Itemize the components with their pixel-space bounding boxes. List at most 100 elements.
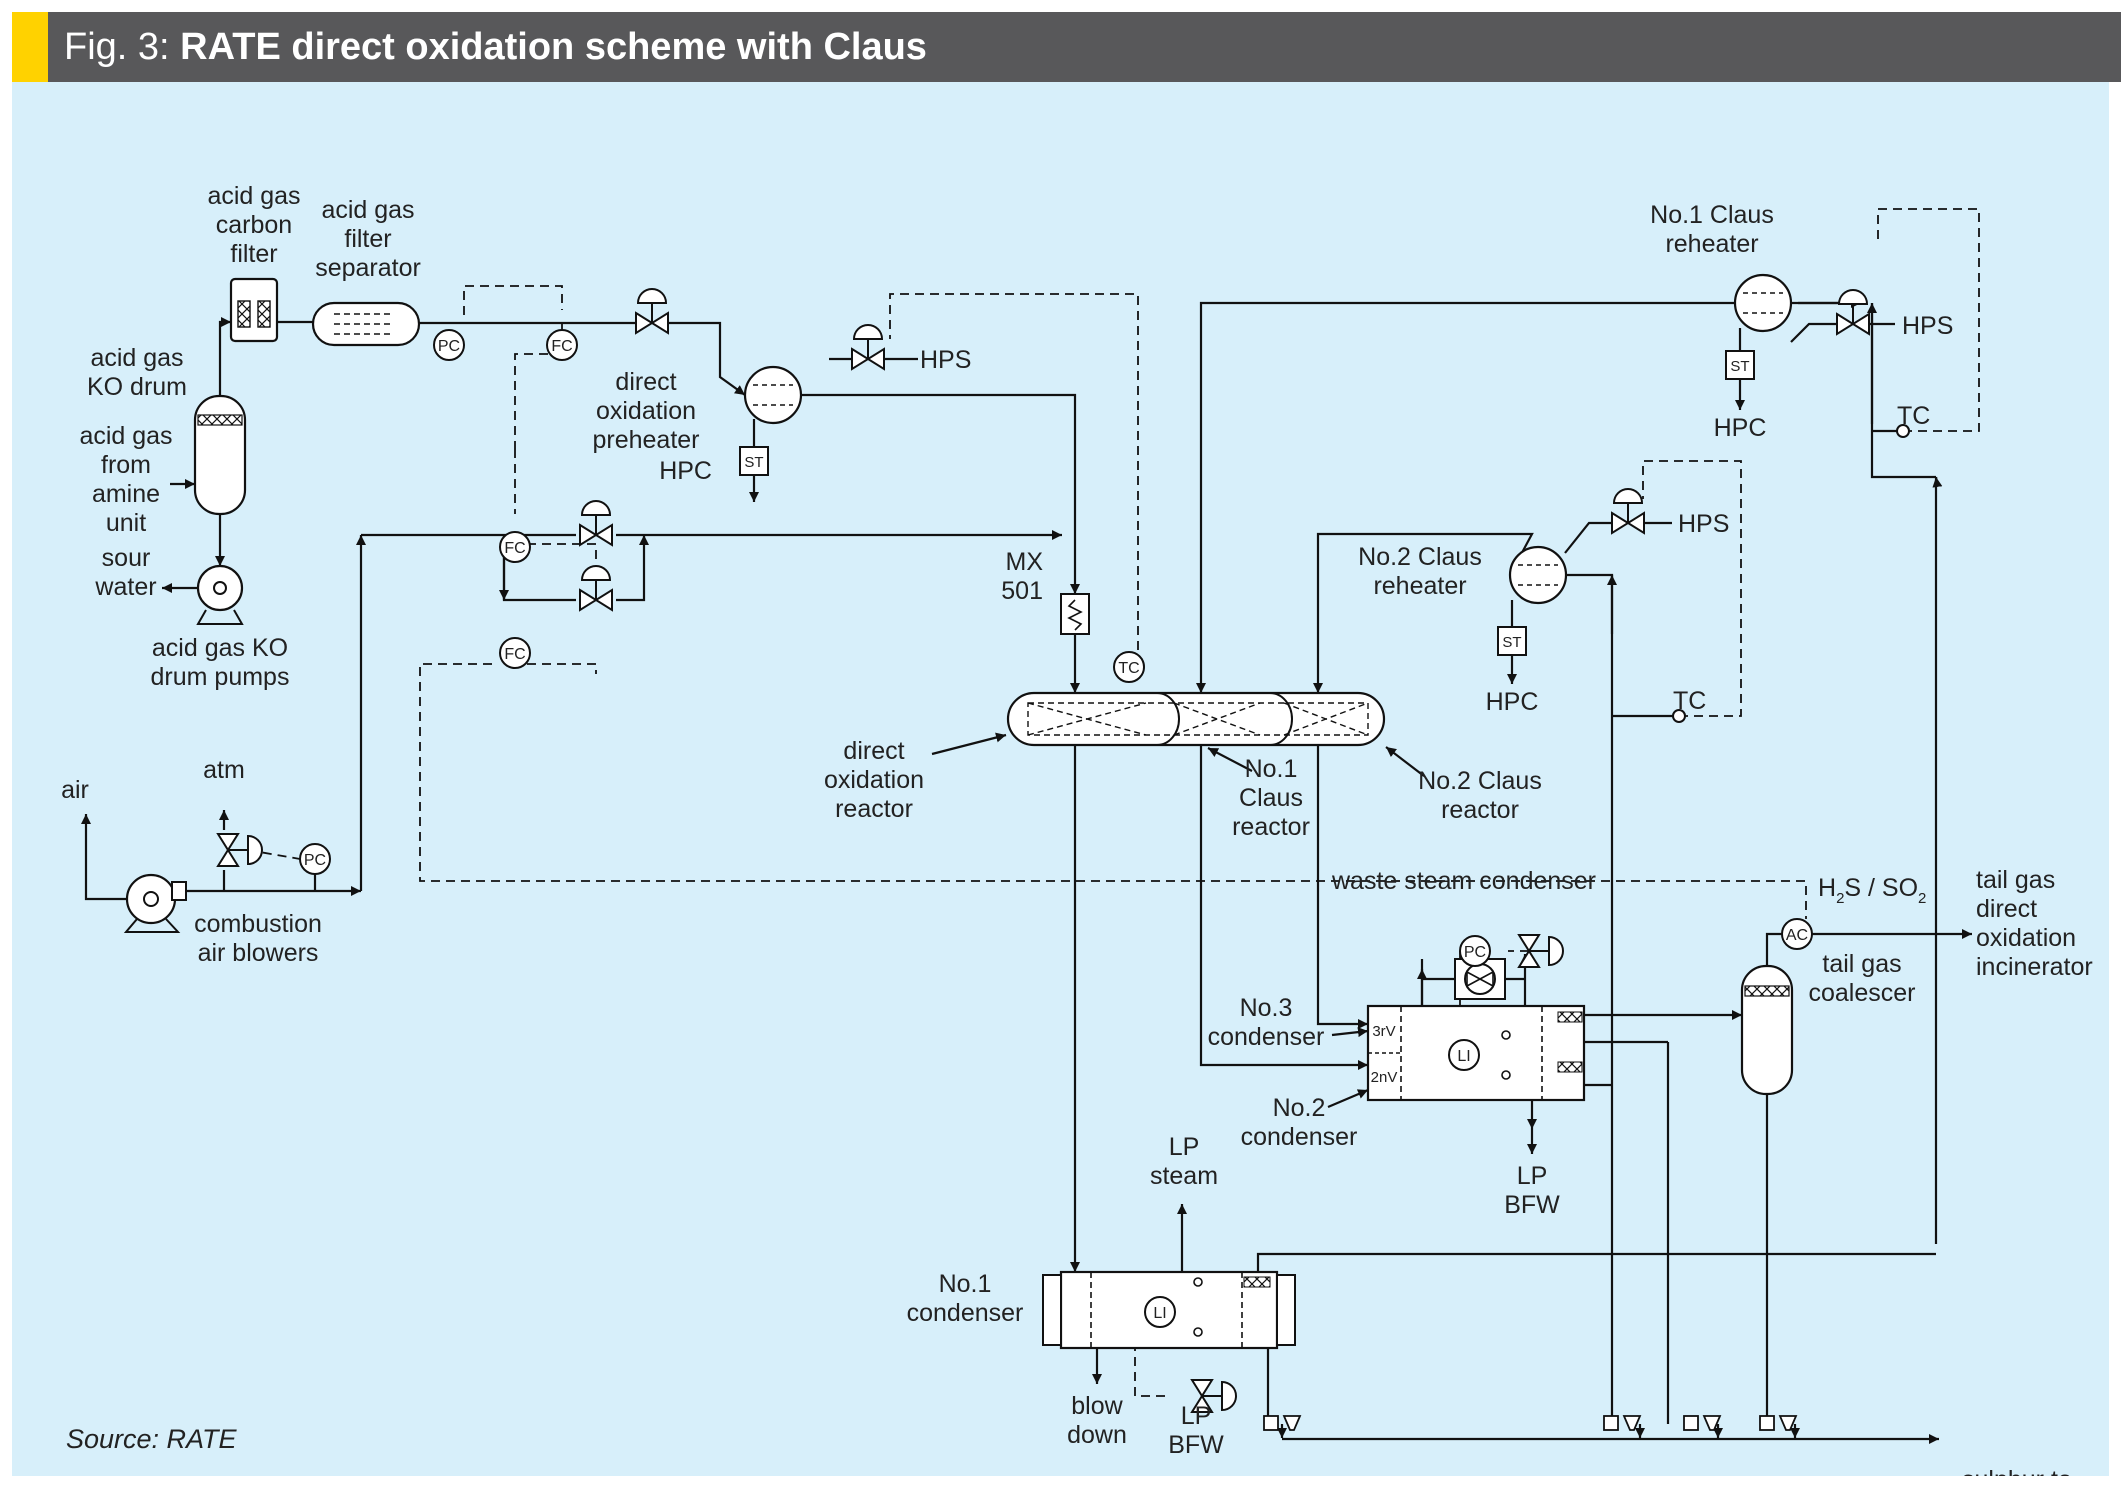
blower-base <box>123 918 181 933</box>
preheater-hps-valve-actuator <box>852 324 884 340</box>
label-preheater-hps-line: HPS <box>920 346 971 374</box>
ko-drum-to-filter-line <box>218 317 231 396</box>
pc-to-fc-signal <box>463 285 563 315</box>
label-no2-hps: HPS <box>1678 510 1729 538</box>
label-no1-hpc: HPC <box>1714 414 1767 442</box>
pc-acid-gas-text: PC <box>438 338 460 355</box>
label-no3-condenser-line: condenser <box>1208 1023 1325 1051</box>
label-sulphur-to-pit: sulphur tosulphur pit <box>1962 1466 2072 1476</box>
ac-h2s-so2: AC <box>1781 918 1813 950</box>
leader-no3-condenser <box>1331 1027 1369 1038</box>
ko-drum-mesh <box>197 414 243 426</box>
no1-reheater-hps-valve-actuator <box>1837 289 1869 305</box>
no1-reheater-steam-trap: ST <box>1725 350 1755 380</box>
acid-gas-ko-drum-pump <box>196 564 244 625</box>
fc-air-trim: FC <box>499 637 531 669</box>
label-no1-claus-reactor-line: Claus <box>1239 784 1303 812</box>
air-main-control-valve-actuator <box>580 500 612 516</box>
label-mx501-line: MX <box>1006 548 1044 576</box>
label-preheater-line: oxidation <box>596 397 696 425</box>
leader-reactor <box>931 732 1007 756</box>
air-trim-control-valve-actuator <box>580 565 612 581</box>
no1-reheater-steam-trap-text: ST <box>1730 358 1749 375</box>
acid-gas-control-valve-actuator <box>636 288 668 304</box>
pc-waste-steam: PC <box>1459 935 1491 967</box>
no2-claus-reheater-shell <box>1508 545 1568 605</box>
label-preheater-hps: HPS <box>920 346 971 374</box>
preheater-steam-trap-box <box>739 446 769 476</box>
fc-air-main: FC <box>499 531 531 563</box>
wsc-left-line <box>1420 977 1455 1006</box>
no2-reheater-steam-trap-box <box>1497 626 1527 656</box>
label-filter-separator-line: acid gas <box>321 196 414 224</box>
no2-reheater-hps-valve <box>1611 488 1645 535</box>
label-air-line: air <box>61 776 89 804</box>
label-acid-gas-from-amine-line: amine <box>92 480 160 508</box>
sulphur-seal-0 <box>1263 1415 1302 1431</box>
sulphur-seal-1 <box>1603 1415 1642 1431</box>
fc-acid-gas: FC <box>546 329 578 361</box>
no2-reactor-to-no3-condenser-line <box>1316 745 1368 1029</box>
reactor-bed-x-3 <box>1283 702 1369 736</box>
label-no1-hpc-line: HPC <box>1714 414 1767 442</box>
reactor-train <box>1006 691 1386 747</box>
label-sour-water-line: water <box>94 573 156 601</box>
no2-claus-reheater-tubes <box>1518 564 1558 586</box>
pc-acid-gas: PC <box>433 329 465 361</box>
no1-reheater-steam-trap-box <box>1725 350 1755 380</box>
label-tail-gas-coalescer-line: coalescer <box>1809 979 1916 1007</box>
sulphur-seal-0-a <box>1263 1415 1279 1431</box>
sulphur-seal-2 <box>1683 1415 1722 1431</box>
no2-reheater-feed-line <box>1566 573 1614 1314</box>
sulphur-seal-1-a <box>1603 1415 1619 1431</box>
leader-no2-reactor <box>1385 746 1425 777</box>
label-lp-bfw-no1-line: LP <box>1181 1402 1212 1430</box>
li1-tap-top <box>1193 1277 1203 1287</box>
no1-reactor-to-no2-condenser-line <box>1199 745 1368 1070</box>
mx501-coil <box>1067 599 1083 631</box>
tc1-sensor <box>1896 424 1910 438</box>
fc2-to-valve-signal <box>527 543 597 559</box>
pass-3rv-label: 3rV <box>1372 1023 1395 1040</box>
process-lines <box>81 298 1972 1444</box>
condenser1-head-left <box>1042 1274 1062 1346</box>
leader-no1-reactor <box>1207 747 1253 772</box>
condenser1-mesh <box>1243 1276 1271 1288</box>
ko-pump-base <box>196 609 244 625</box>
tc2-sensor <box>1672 709 1686 723</box>
acid-gas-filter-separator <box>311 301 421 347</box>
label-tail-gas-incinerator-line: tail gas <box>1976 866 2055 894</box>
label-waste-steam-condenser-line: waste steam condenser <box>1331 867 1596 895</box>
pc-acid-gas-circle <box>433 329 465 361</box>
condenser23-mesh-top <box>1557 1011 1583 1023</box>
no2-reheater-steam-trap-text: ST <box>1502 634 1521 651</box>
label-preheater-line: preheater <box>592 426 699 454</box>
li23-tap-bottom <box>1501 1070 1511 1080</box>
to-preheater-line <box>668 321 746 396</box>
label-waste-steam-condenser: waste steam condenser <box>1331 867 1596 895</box>
label-blow-down-line: blow <box>1071 1392 1123 1420</box>
label-atm-line: atm <box>203 756 245 784</box>
label-carbon-filter-line: acid gas <box>207 182 300 210</box>
label-tc1: TC <box>1897 402 1930 430</box>
label-h2s-so2: H2S / SO2 <box>1818 874 1926 907</box>
preheater-outlet-line <box>801 393 1080 594</box>
no2-claus-reheater <box>1508 545 1568 605</box>
ac-feedback-signal <box>419 663 1807 919</box>
pc-waste-steam-text: PC <box>1464 944 1486 961</box>
wsc-blades <box>1466 970 1494 988</box>
sulphur-seal-0-b <box>1282 1415 1302 1431</box>
header-accent-bar <box>12 12 48 82</box>
label-ko-pumps-line: drum pumps <box>151 663 290 691</box>
no1-reheater-riser-arrow <box>1932 476 1943 488</box>
label-lp-steam-line: steam <box>1150 1162 1218 1190</box>
blower-eye <box>143 891 159 907</box>
direct-oxidation-preheater-shell <box>743 365 803 425</box>
